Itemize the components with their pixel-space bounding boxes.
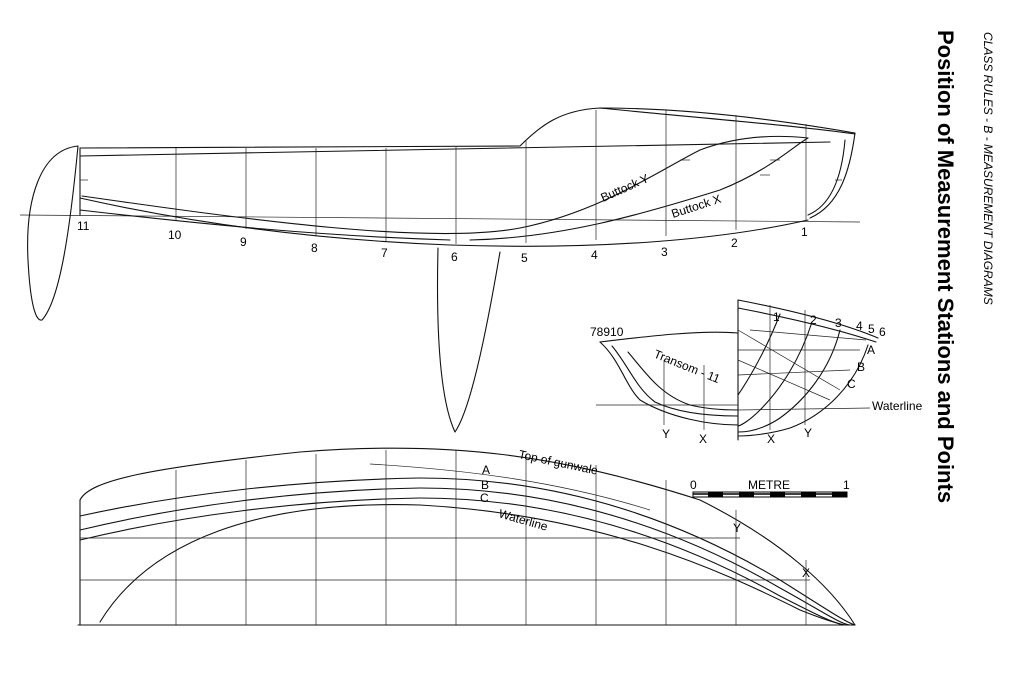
station-label: 2	[731, 236, 738, 250]
scale-zero: 0	[690, 478, 697, 492]
station-label: 3	[661, 245, 668, 259]
station-label: 7	[381, 246, 388, 260]
buttock-label: Y	[662, 427, 670, 441]
section-4	[737, 329, 841, 433]
section-6	[737, 344, 869, 437]
fwd-station-label: 1	[773, 310, 780, 324]
station-label: 11	[77, 219, 90, 233]
scale-unit: METRE	[748, 478, 790, 492]
aft-sheer	[599, 331, 739, 343]
keel-line-inner	[79, 209, 451, 241]
half-waterline-label: Waterline	[497, 506, 549, 533]
station-label: 1	[801, 225, 808, 239]
line-b	[79, 487, 851, 626]
buttock-y-label: Buttock Y	[599, 171, 651, 205]
aft-stations-label: 78910	[590, 325, 624, 339]
buttock-label: X	[699, 432, 707, 446]
station-label: 9	[240, 235, 247, 249]
gunwale-line	[79, 447, 856, 626]
buttock-y-curve	[81, 135, 809, 235]
fwd-station-label: 4	[856, 319, 863, 333]
point-label: C	[847, 377, 856, 391]
half-waterline	[99, 504, 846, 626]
station-label: 4	[591, 248, 598, 262]
bow-stem	[809, 132, 856, 219]
scale-bar: 0 METRE 1	[690, 478, 850, 498]
buttock-x-label: Buttock X	[670, 192, 723, 221]
buttock-label: X	[767, 432, 775, 446]
profile-waterline	[19, 214, 861, 223]
bow-stem-inner	[807, 139, 846, 216]
hull-profile-view: 11 10 9 8 7 6 5 4 3 2 1 Buttock Y Buttoc…	[19, 107, 861, 433]
fwd-station-label: 6	[879, 325, 886, 339]
half-buttock-label: X	[802, 566, 810, 580]
half-breadth-view: Top of gunwale A B C Waterline Y X	[77, 447, 856, 626]
scale-one: 1	[843, 478, 850, 492]
section-1	[737, 313, 781, 396]
page-subtitle: CLASS RULES - B - MEASUREMENT DIAGRAMS	[981, 32, 995, 305]
half-point-label: A	[482, 463, 490, 477]
body-waterline-label: Waterline	[872, 399, 923, 413]
station-label: 6	[451, 250, 458, 264]
point-label: B	[857, 360, 865, 374]
body-plan-view: 78910 Transom - 11 1 2 3 4 5 6 A B C Wat…	[590, 299, 923, 446]
half-buttock-label: Y	[733, 521, 741, 535]
sheer-line	[79, 107, 856, 149]
fwd-station-label: 3	[835, 316, 842, 330]
line-c	[79, 497, 846, 626]
foredeck-line	[599, 107, 856, 135]
fwd-waterline	[737, 407, 871, 411]
fwd-station-label: 5	[868, 322, 875, 336]
fwd-station-label: 2	[810, 313, 817, 327]
centre-short-line	[369, 463, 651, 511]
centreboard	[436, 247, 501, 433]
buttock-label: Y	[804, 426, 812, 440]
gunwale-label: Top of gunwale	[517, 447, 599, 478]
half-point-label: B	[481, 478, 489, 492]
transom-section	[599, 341, 739, 426]
keel-line	[79, 197, 809, 247]
station-label: 8	[311, 241, 318, 255]
station-label: 10	[168, 228, 182, 242]
point-label: A	[867, 343, 875, 357]
rudder	[27, 145, 79, 321]
station-label: 5	[521, 251, 528, 265]
section-2	[737, 321, 813, 427]
transom-label: Transom - 11	[652, 347, 722, 386]
transom-inner	[611, 345, 739, 417]
buttock-x-curve	[469, 137, 809, 241]
page-title: Position of Measurement Stations and Poi…	[933, 30, 958, 504]
half-point-label: C	[480, 491, 489, 505]
fwd-sheer	[737, 299, 879, 339]
deck-line	[79, 141, 831, 157]
line-a	[79, 477, 856, 626]
